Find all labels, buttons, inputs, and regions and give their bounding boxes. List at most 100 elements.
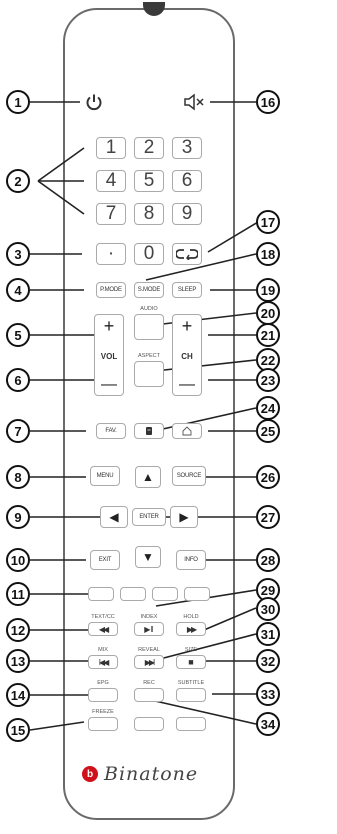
brand-logo: b Binatone (82, 761, 232, 787)
callout-1: 1 (6, 90, 30, 114)
arrow-left-icon: ◀ (109, 510, 119, 524)
callout-26: 26 (256, 465, 280, 489)
freeze-button[interactable] (88, 717, 118, 731)
key-dot[interactable]: · (96, 243, 126, 265)
callout-28: 28 (256, 548, 280, 572)
brand-mark-icon: b (82, 766, 98, 782)
callout-21: 21 (256, 323, 280, 347)
callout-33: 33 (256, 682, 280, 706)
callout-3: 3 (6, 242, 30, 266)
nav-left-button[interactable]: ◀ (100, 506, 128, 528)
brand-name: Binatone (104, 763, 199, 785)
key-9[interactable]: 9 (172, 203, 202, 225)
power-icon (86, 94, 102, 111)
fast-forward-button[interactable]: ▶▶ (176, 622, 206, 636)
recall-button[interactable] (172, 243, 202, 265)
callout-6: 6 (6, 368, 30, 392)
pmode-button[interactable]: P.MODE (96, 282, 126, 298)
key-1[interactable]: 1 (96, 137, 126, 159)
volume-label: VOL (100, 351, 118, 361)
mute-button[interactable] (180, 90, 208, 114)
volume-up[interactable]: + (103, 316, 115, 336)
key-4[interactable]: 4 (96, 170, 126, 192)
fav-button[interactable]: FAV. (96, 423, 126, 439)
callout-25: 25 (256, 419, 280, 443)
callout-30: 30 (256, 597, 280, 621)
callout-7: 7 (6, 419, 30, 443)
subtitle-button[interactable] (176, 688, 206, 702)
freeze-caption: FREEZE (92, 709, 114, 715)
arrow-up-icon: ▲ (142, 470, 154, 484)
textcc-caption: TEXT/CC (91, 614, 115, 620)
key-2[interactable]: 2 (134, 137, 164, 159)
next-button[interactable]: ▶▶I (134, 655, 164, 669)
volume-down[interactable]: — (101, 376, 117, 393)
epg-button[interactable] (88, 688, 118, 702)
callout-18: 18 (256, 242, 280, 266)
channel-down[interactable]: — (179, 376, 195, 393)
color-key-blue[interactable] (184, 587, 210, 601)
media-button[interactable] (134, 423, 164, 439)
callout-14: 14 (6, 683, 30, 707)
media-icon (146, 427, 152, 435)
ir-emitter (143, 2, 165, 16)
stop-button[interactable]: ■ (176, 655, 206, 669)
rewind-icon: ◀◀ (98, 624, 109, 634)
power-button[interactable] (82, 90, 106, 114)
rewind-button[interactable]: ◀◀ (88, 622, 118, 636)
sleep-button[interactable]: SLEEP (172, 282, 202, 298)
next-icon: ▶▶I (144, 657, 155, 667)
blank-button-1[interactable] (134, 717, 164, 731)
aspect-button[interactable] (134, 361, 164, 387)
exit-button[interactable]: EXIT (90, 550, 120, 570)
color-key-green[interactable] (120, 587, 146, 601)
audio-button[interactable] (134, 314, 164, 340)
info-button[interactable]: INFO (176, 550, 206, 570)
channel-up[interactable]: + (181, 316, 193, 336)
callout-24: 24 (256, 396, 280, 420)
callout-32: 32 (256, 649, 280, 673)
callout-10: 10 (6, 548, 30, 572)
volume-rocker[interactable]: + VOL — (94, 314, 124, 396)
index-caption: INDEX (140, 614, 158, 620)
home-button[interactable] (172, 423, 202, 439)
enter-button[interactable]: ENTER (132, 508, 166, 526)
blank-button-2[interactable] (176, 717, 206, 731)
key-3[interactable]: 3 (172, 137, 202, 159)
subtitle-caption: SUBTITLE (177, 680, 205, 686)
channel-label: CH (181, 351, 193, 361)
rec-button[interactable] (134, 688, 164, 702)
menu-button[interactable]: MENU (90, 466, 120, 486)
play-pause-icon: ▶ǁ (144, 624, 154, 634)
key-0[interactable]: 0 (134, 243, 164, 265)
callout-16: 16 (256, 90, 280, 114)
key-5[interactable]: 5 (134, 170, 164, 192)
key-6[interactable]: 6 (172, 170, 202, 192)
previous-button[interactable]: I◀◀ (88, 655, 118, 669)
color-key-red[interactable] (88, 587, 114, 601)
size-caption: SIZE (184, 647, 198, 653)
audio-caption: AUDIO (140, 306, 158, 312)
play-pause-button[interactable]: ▶ǁ (134, 622, 164, 636)
callout-23: 23 (256, 368, 280, 392)
nav-down-button[interactable]: ▼ (135, 546, 161, 568)
nav-up-button[interactable]: ▲ (135, 466, 161, 488)
key-8[interactable]: 8 (134, 203, 164, 225)
callout-17: 17 (256, 210, 280, 234)
callout-15: 15 (6, 718, 30, 742)
callout-19: 19 (256, 278, 280, 302)
source-button[interactable]: SOURCE (172, 466, 206, 486)
mix-caption: MIX (98, 647, 108, 653)
callout-13: 13 (6, 649, 30, 673)
key-7[interactable]: 7 (96, 203, 126, 225)
nav-right-button[interactable]: ▶ (170, 506, 198, 528)
smode-button[interactable]: S.MODE (134, 282, 164, 298)
color-key-yellow[interactable] (152, 587, 178, 601)
callout-2: 2 (6, 169, 30, 193)
callout-31: 31 (256, 622, 280, 646)
callout-22: 22 (256, 348, 280, 372)
channel-rocker[interactable]: + CH — (172, 314, 202, 396)
arrow-right-icon: ▶ (179, 510, 189, 524)
recall-icon (176, 249, 198, 260)
